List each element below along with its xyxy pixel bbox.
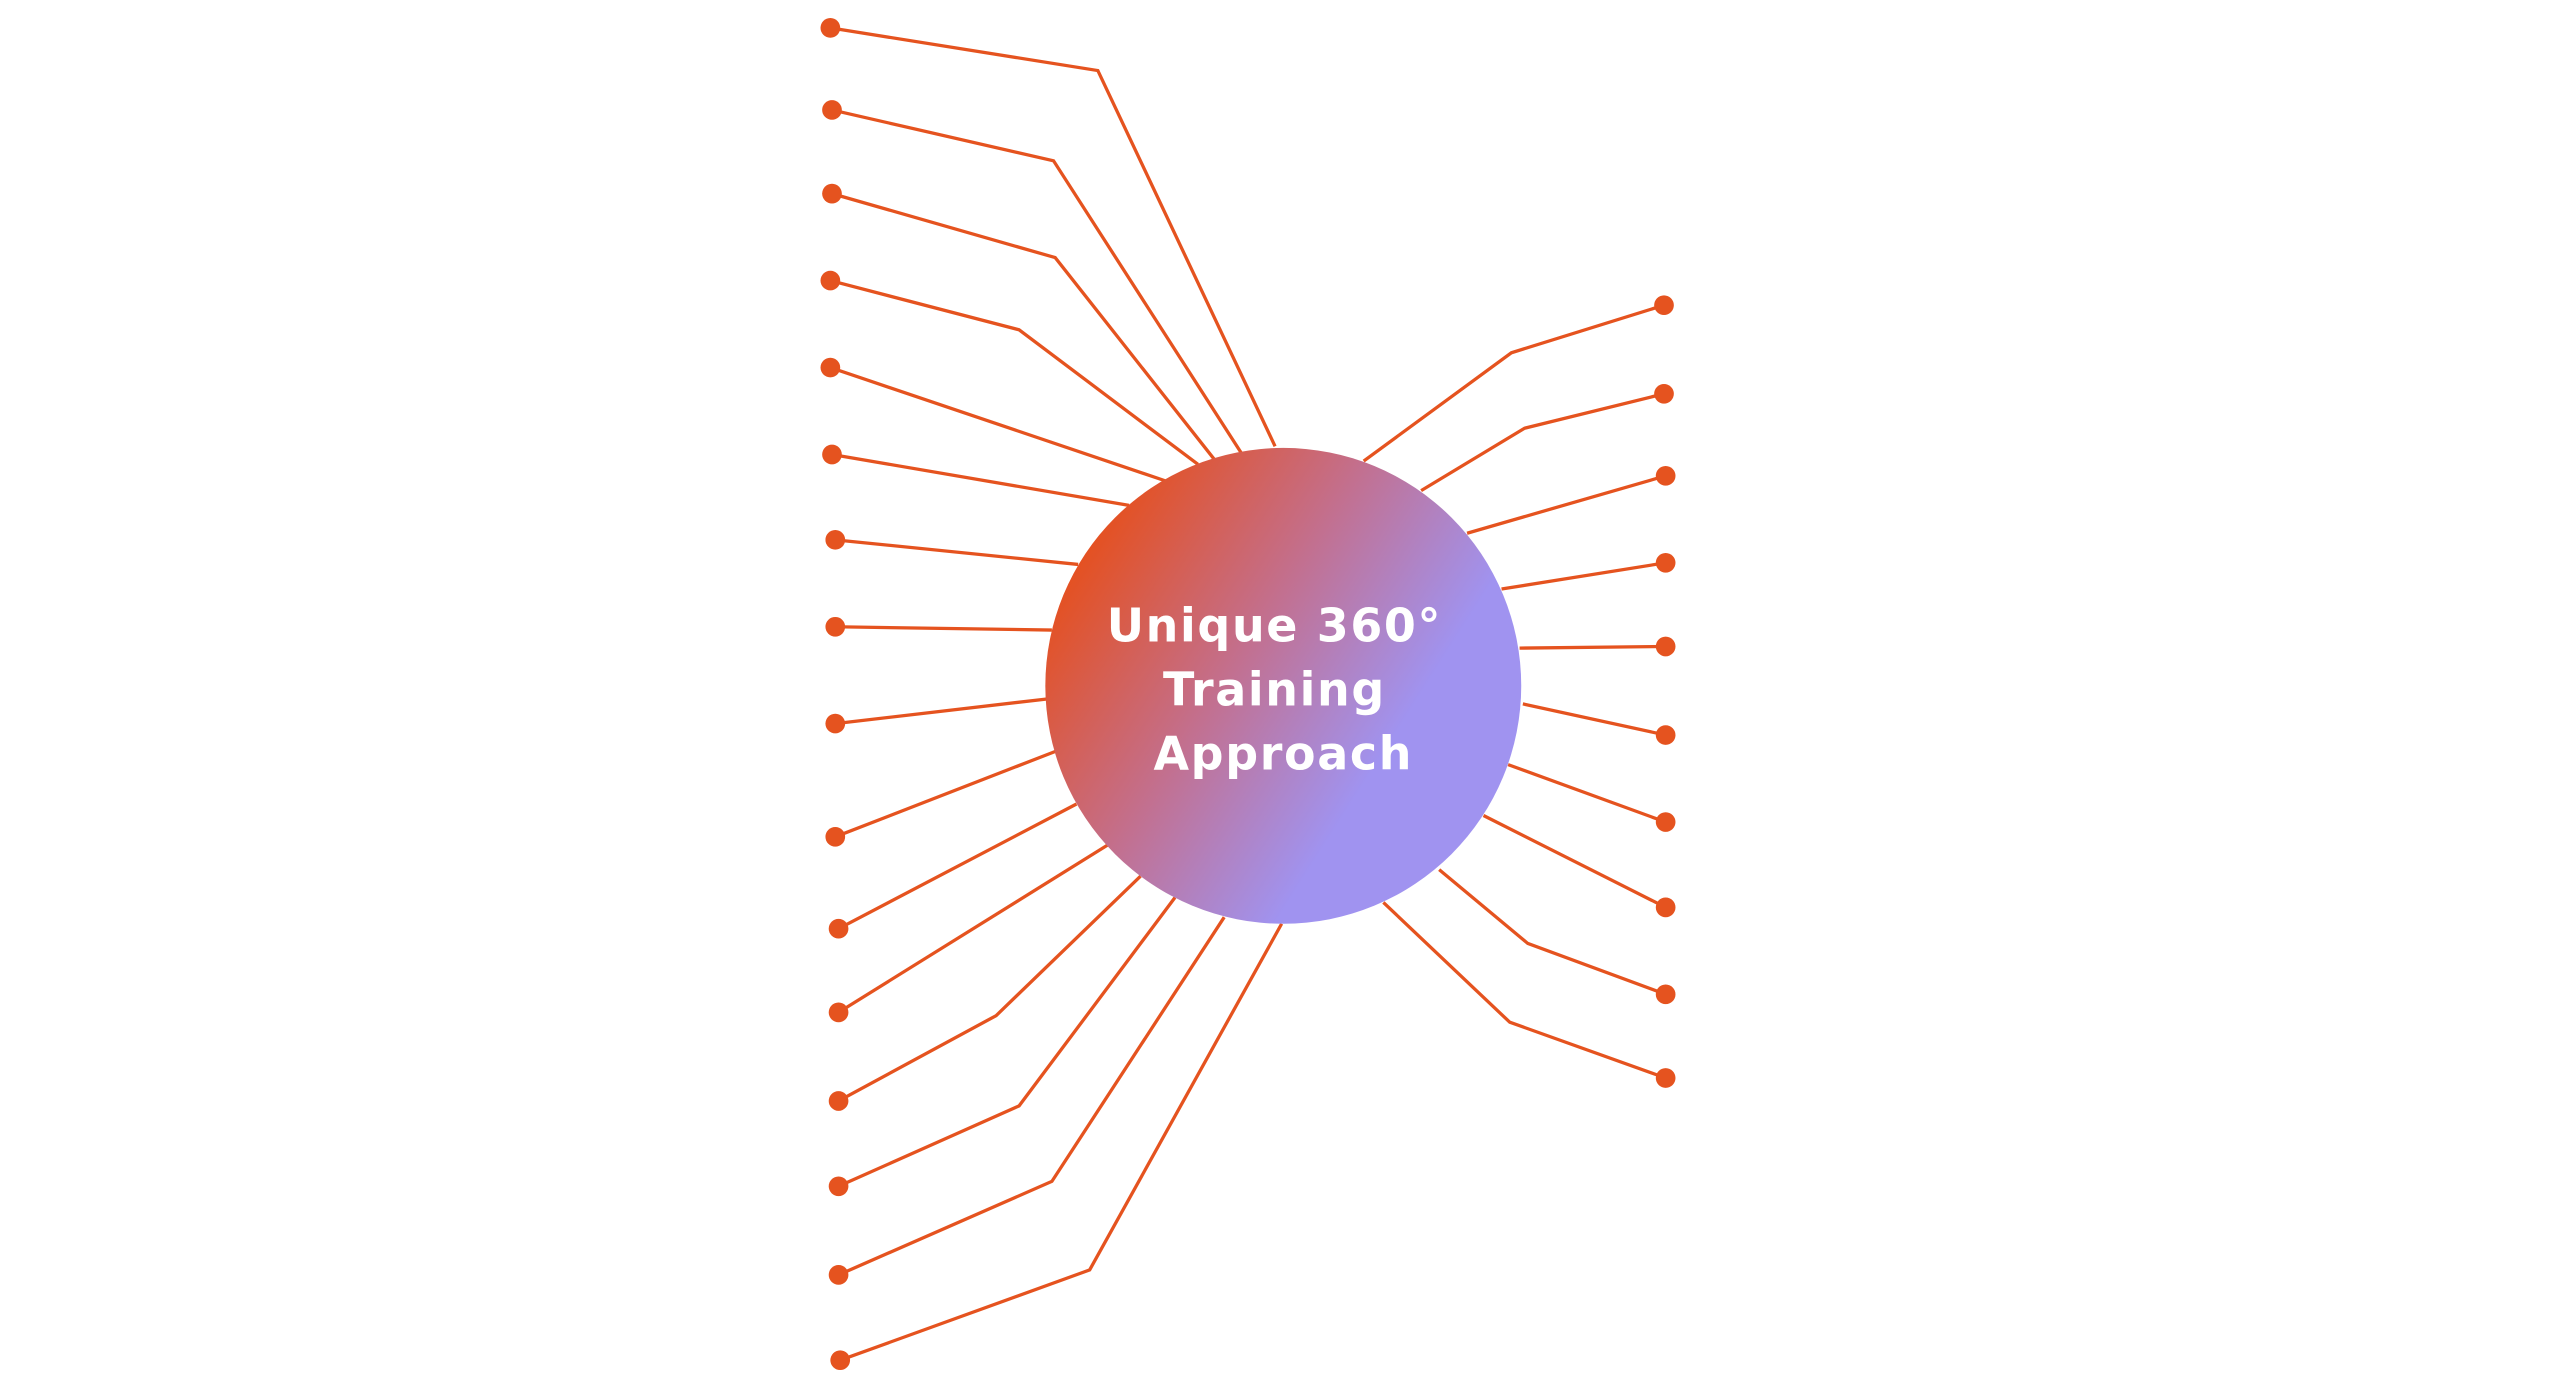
branch-node-right-3[interactable]	[1655, 465, 1676, 486]
branch-node-right-8[interactable]	[1655, 897, 1676, 918]
branch-node-right-9[interactable]	[1655, 984, 1676, 1005]
branch-node-right-5[interactable]	[1655, 636, 1676, 657]
connector-right-7	[1507, 763, 1667, 824]
connector-left-9	[835, 697, 1048, 726]
branch-node-left-1[interactable]	[820, 18, 841, 38]
connector-left-3	[831, 192, 1216, 461]
connector-left-15	[837, 916, 1226, 1277]
branch-node-left-15[interactable]	[828, 1265, 849, 1285]
connector-left-8	[835, 625, 1052, 632]
connector-right-3	[1466, 474, 1667, 535]
connector-right-9	[1438, 868, 1667, 996]
branch-node-left-9[interactable]	[825, 713, 846, 734]
connector-left-12	[837, 843, 1109, 1014]
branch-node-left-13[interactable]	[828, 1091, 849, 1111]
connector-right-5	[1519, 644, 1666, 650]
branch-nodes	[820, 18, 1676, 1371]
connector-left-1	[830, 26, 1277, 447]
branch-node-left-16[interactable]	[830, 1350, 851, 1371]
connector-left-5	[829, 365, 1166, 483]
connector-right-2	[1420, 392, 1665, 493]
branch-node-left-10[interactable]	[825, 826, 846, 847]
connector-left-13	[837, 875, 1142, 1103]
connector-left-10	[834, 749, 1056, 839]
branch-node-left-3[interactable]	[822, 183, 842, 204]
connector-left-4	[829, 278, 1199, 466]
connector-left-7	[835, 538, 1079, 567]
branch-node-left-8[interactable]	[825, 616, 846, 637]
branch-node-left-11[interactable]	[828, 918, 849, 939]
connector-right-10	[1382, 901, 1667, 1080]
branch-node-left-6[interactable]	[822, 444, 842, 465]
branch-node-right-4[interactable]	[1655, 552, 1676, 573]
hub-title: Unique 360° Training Approach	[1107, 599, 1460, 781]
connector-left-6	[831, 452, 1130, 507]
hub-title-line-3: Approach	[1153, 727, 1413, 781]
branch-node-right-2[interactable]	[1654, 383, 1674, 404]
hub-title-line-1: Unique 360°	[1107, 599, 1442, 653]
connector-right-8	[1482, 814, 1667, 909]
hub-title-line-2: Training	[1163, 663, 1386, 717]
branch-node-right-1[interactable]	[1654, 295, 1674, 316]
branch-node-left-2[interactable]	[822, 100, 842, 120]
branch-node-left-12[interactable]	[828, 1002, 849, 1023]
connector-left-2	[831, 108, 1244, 456]
branch-node-right-7[interactable]	[1655, 812, 1676, 832]
connector-right-1	[1362, 303, 1665, 463]
branch-node-left-14[interactable]	[828, 1176, 849, 1197]
hub-circle	[1045, 447, 1522, 924]
connector-right-4	[1501, 561, 1666, 591]
branch-node-left-7[interactable]	[825, 529, 846, 550]
branch-node-right-10[interactable]	[1655, 1068, 1676, 1088]
branch-node-left-4[interactable]	[820, 270, 841, 291]
connector-left-11	[837, 802, 1078, 931]
connector-left-14	[837, 896, 1177, 1188]
connector-left-16	[839, 922, 1284, 1362]
connector-lines	[829, 26, 1667, 1362]
connector-right-6	[1522, 702, 1666, 737]
branch-node-right-6[interactable]	[1655, 725, 1676, 745]
branch-node-left-5[interactable]	[820, 357, 841, 378]
